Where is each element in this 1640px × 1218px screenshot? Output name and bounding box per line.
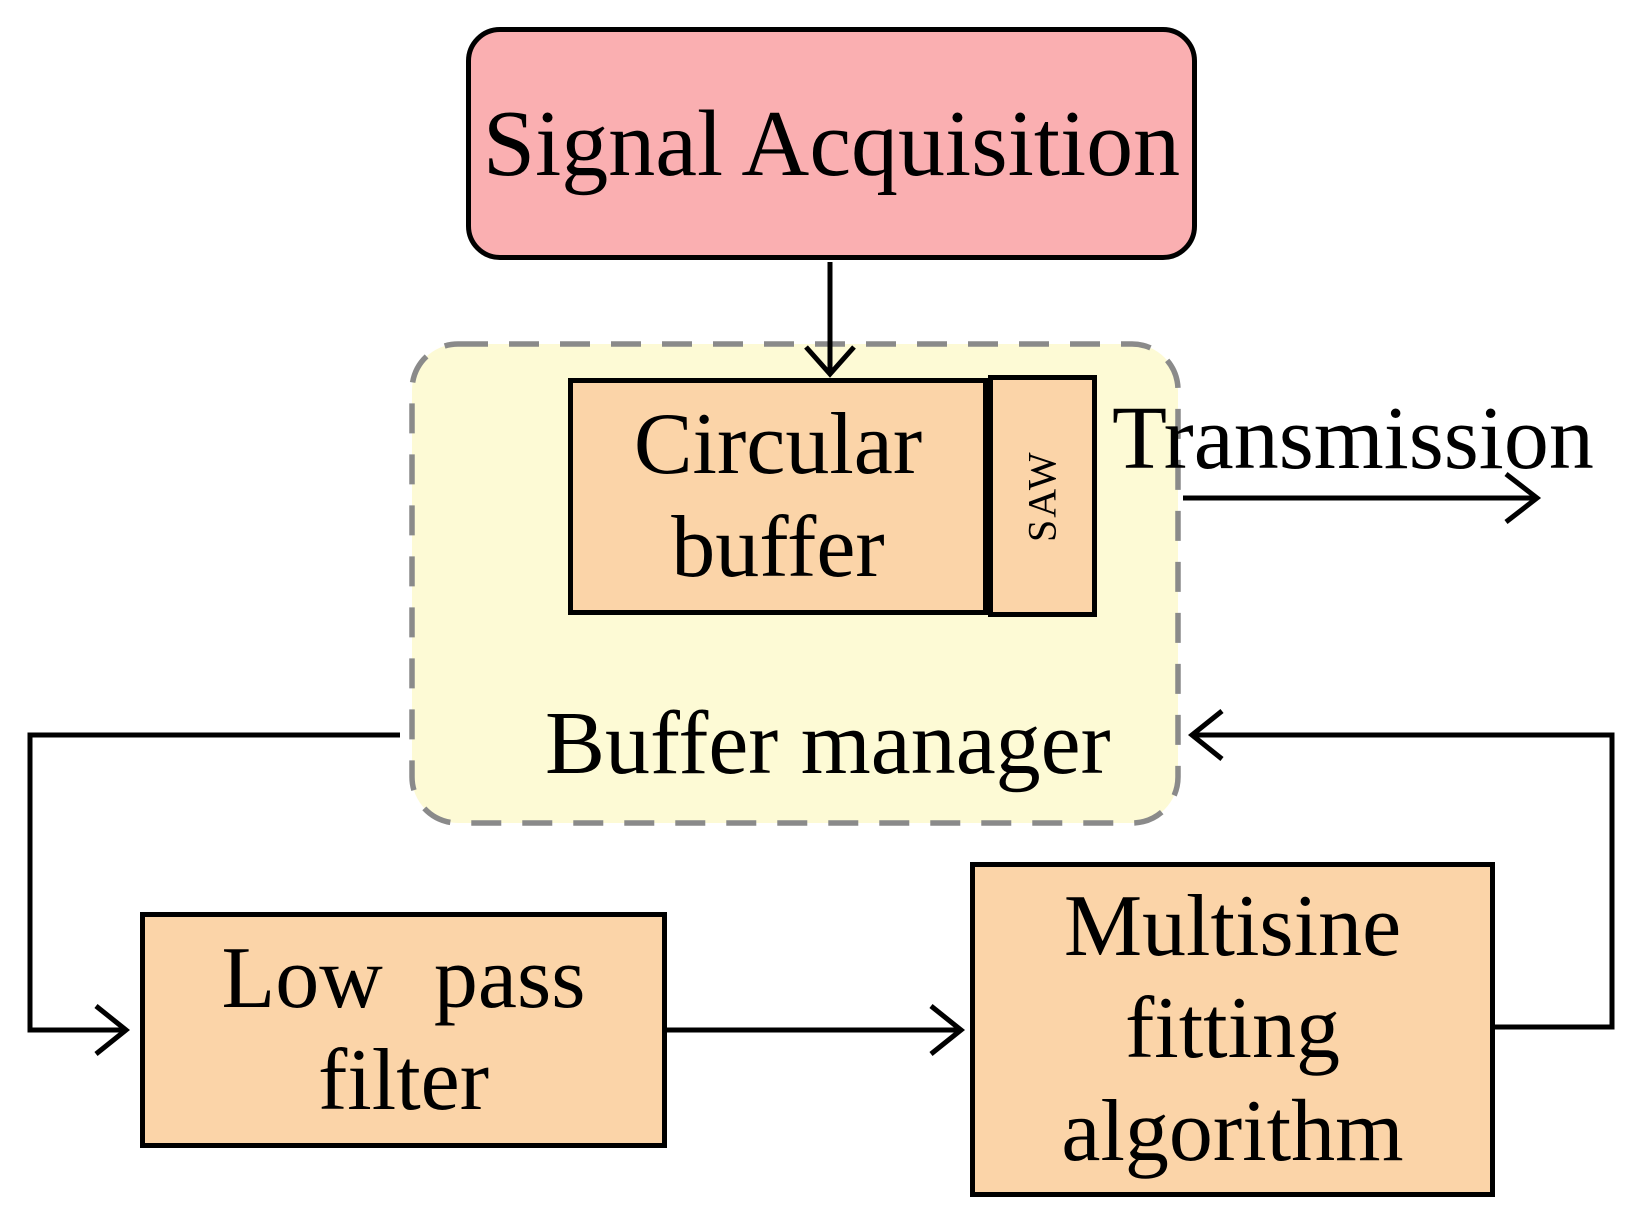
multisine-fitting-algorithm-label: Multisine fitting algorithm: [1061, 878, 1404, 1180]
arrow-lowpass-to-multisine: [667, 1004, 966, 1056]
circular-buffer-box: Circular buffer: [568, 378, 988, 615]
low-pass-filter-box: Low pass filter: [140, 912, 667, 1148]
signal-acquisition-label: Signal Acquisition: [482, 91, 1181, 196]
buffer-manager-label: Buffer manager: [545, 694, 1111, 793]
arrow-transmission: [1183, 472, 1542, 524]
signal-acquisition-box: Signal Acquisition: [466, 27, 1197, 260]
arrow-buffer-to-lowpass: [27, 732, 400, 1056]
arrow-multisine-to-buffer: [1187, 709, 1615, 1030]
saw-box: SAW: [988, 375, 1097, 617]
arrow-acquisition-to-buffer: [804, 262, 856, 378]
circular-buffer-label: Circular buffer: [633, 396, 923, 596]
multisine-fitting-algorithm-box: Multisine fitting algorithm: [970, 862, 1495, 1197]
saw-label: SAW: [1019, 450, 1065, 542]
low-pass-filter-label: Low pass filter: [221, 929, 586, 1129]
transmission-label: Transmission: [1112, 389, 1594, 488]
